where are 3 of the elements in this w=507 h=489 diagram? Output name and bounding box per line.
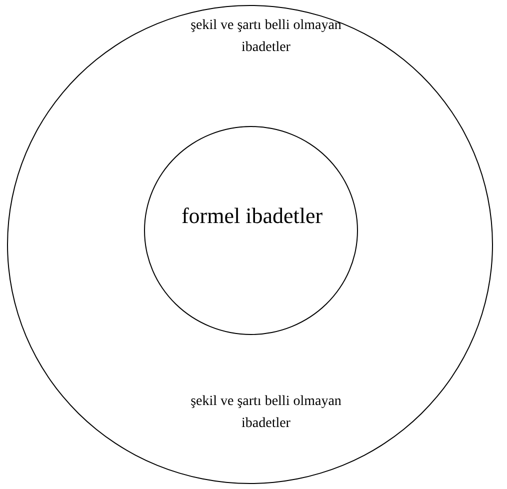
circle-label: formel ibadetler: [180, 203, 324, 229]
circle-label: şekil ve şartı belli olmayan ibadetler: [190, 17, 342, 57]
circle-label: şekil ve şartı belli olmayan ibadetler: [190, 393, 342, 433]
